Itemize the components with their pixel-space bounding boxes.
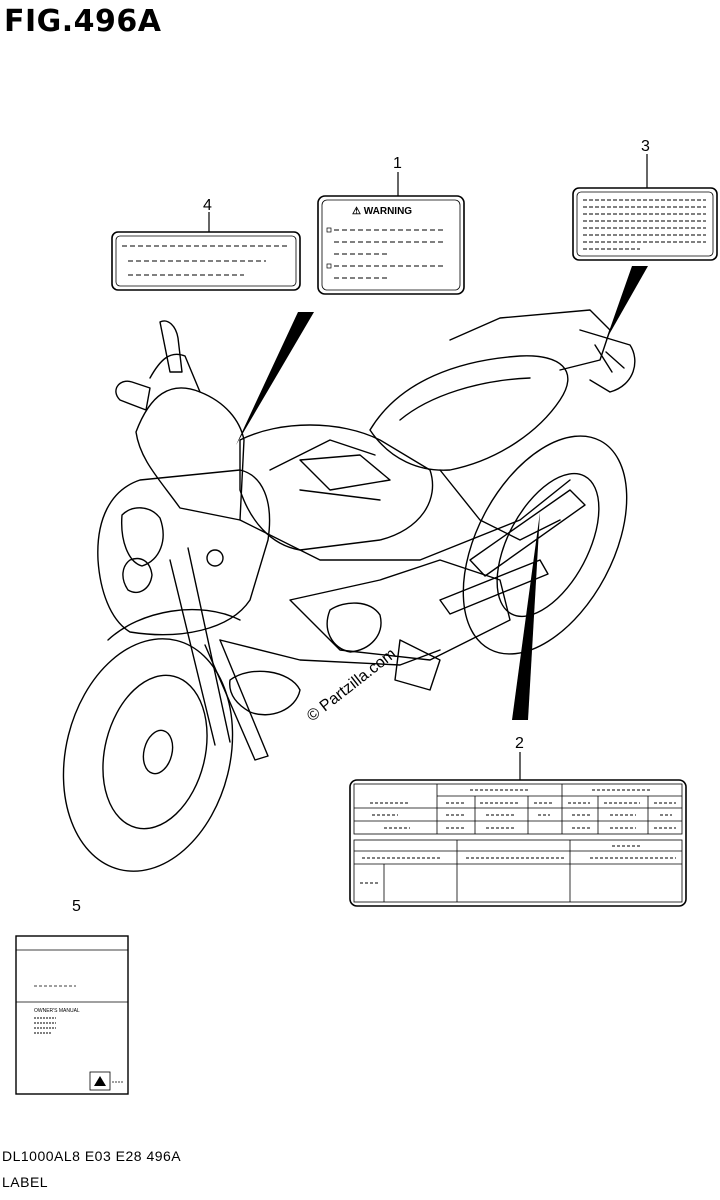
rear-rim xyxy=(496,472,600,618)
parts-diagram: © Partzilla.com 1 2 3 4 5 ⚠ WARNING xyxy=(15,138,718,1095)
watermark-text: © Partzilla.com xyxy=(304,645,399,725)
callout-5: 5 xyxy=(72,898,81,915)
front-tire xyxy=(62,638,234,872)
model-code: DL1000AL8 E03 E28 496A xyxy=(2,1148,182,1164)
fuel-tank xyxy=(239,424,434,551)
front-rim xyxy=(102,674,208,830)
rear-tire xyxy=(462,435,628,655)
windscreen xyxy=(135,387,245,521)
label-4 xyxy=(111,231,301,291)
warning-heading: ⚠ WARNING xyxy=(352,206,412,217)
label-2-table xyxy=(349,779,687,907)
leader-arrow-3 xyxy=(606,266,648,340)
leader-arrow-4 xyxy=(236,312,314,445)
item-5-owners-manual: OWNER'S MANUAL xyxy=(15,935,129,1095)
label-1-warning: ⚠ WARNING xyxy=(317,195,465,295)
diagram-caption: LABEL xyxy=(2,1174,49,1190)
figure-title: FIG.496A xyxy=(4,4,162,39)
seat xyxy=(369,355,569,471)
callout-2: 2 xyxy=(515,735,524,752)
frame xyxy=(239,479,571,561)
label-3 xyxy=(572,187,718,261)
leader-arrow-2 xyxy=(512,512,540,720)
manual-title: OWNER'S MANUAL xyxy=(34,1008,80,1014)
callout-1: 1 xyxy=(393,155,402,172)
front-fairing xyxy=(97,469,271,636)
motorcycle-illustration xyxy=(62,309,636,872)
callout-4: 4 xyxy=(203,197,212,214)
callout-3: 3 xyxy=(641,138,650,155)
